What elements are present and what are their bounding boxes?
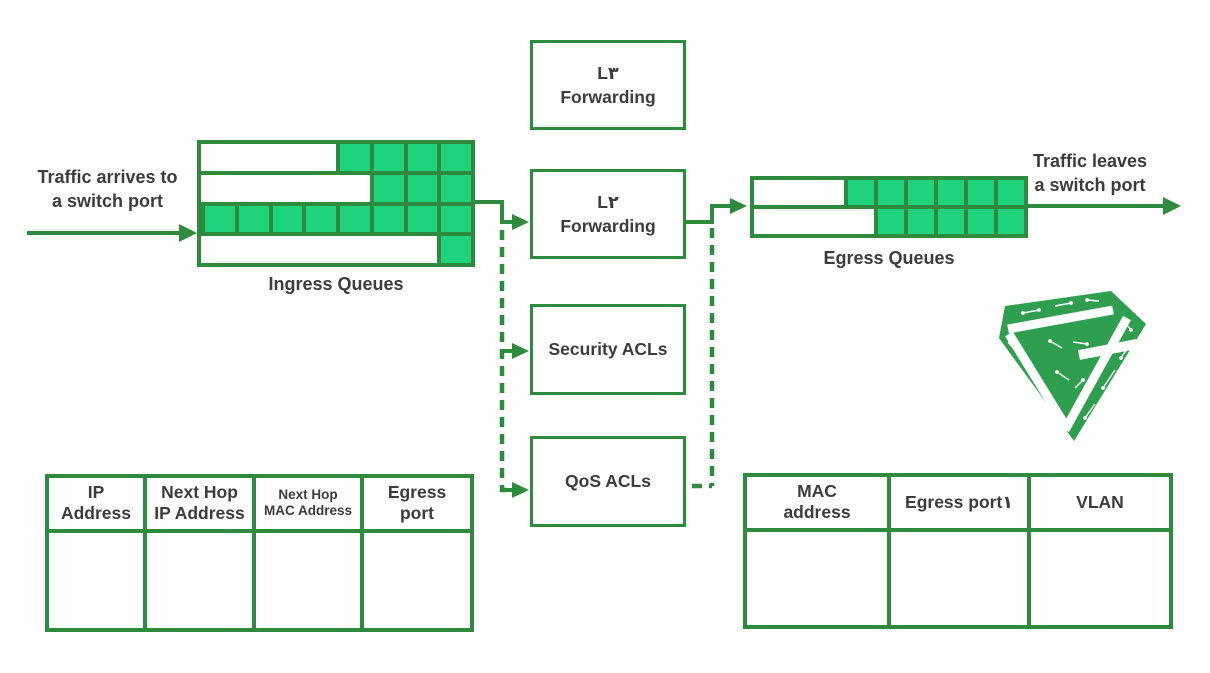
- queue-cell-filled: [874, 180, 904, 205]
- column-header: IP Address: [45, 474, 147, 533]
- qos-acls-box: QoS ACLs: [530, 436, 686, 527]
- arrowhead-into-qos: [512, 482, 529, 498]
- queue-cell-filled: [934, 180, 964, 205]
- queue-row: [750, 205, 1028, 238]
- column-header: Egress port: [360, 474, 474, 533]
- arrowhead-traffic-in: [179, 224, 197, 242]
- queue-cell-filled: [403, 205, 438, 233]
- empty-cell: [45, 528, 147, 632]
- queue-cell-filled: [369, 174, 404, 202]
- queue-cell-filled: [403, 144, 438, 171]
- line-l2-to-egress: [686, 204, 732, 224]
- empty-cell: [1027, 527, 1173, 629]
- line-ingress-to-l2: [475, 200, 514, 224]
- queue-row: [197, 232, 475, 267]
- g-carve-mouth: [1078, 339, 1138, 360]
- queue-cell-filled: [904, 180, 934, 205]
- arrowhead-into-egress: [730, 198, 747, 214]
- queue-cell-filled: [437, 174, 471, 202]
- queue-cell-filled: [964, 209, 994, 234]
- queue-cell-filled: [934, 209, 964, 234]
- queue-cell-filled: [437, 144, 471, 171]
- queue-cell-filled: [268, 205, 303, 233]
- ingress-queues: [197, 140, 475, 267]
- column-header: VLAN: [1027, 473, 1173, 532]
- arrowhead-into-security: [512, 343, 529, 359]
- arrowhead-into-l2: [512, 214, 529, 230]
- queue-cell-filled: [234, 205, 269, 233]
- l3-forwarding-box: L٣ Forwarding: [530, 40, 686, 130]
- g-carve-top-gap: [1007, 305, 1114, 334]
- egress-queues: [750, 176, 1028, 238]
- column-header: MAC address: [743, 473, 891, 532]
- traffic-arrives-label: Traffic arrives to a switch port: [37, 167, 178, 211]
- queue-cell-filled: [437, 205, 471, 233]
- column-header: Next Hop MAC Address: [252, 474, 364, 533]
- ingress-queues-label: Ingress Queues: [268, 274, 404, 294]
- dashed-left-branch: [499, 230, 510, 493]
- queue-row: [197, 140, 475, 175]
- circuit-traces: [1007, 298, 1134, 429]
- queue-cell-filled: [302, 205, 336, 233]
- empty-cell: [252, 528, 364, 632]
- queue-cell-filled: [904, 209, 934, 234]
- queue-cell-filled: [201, 205, 235, 233]
- empty-cell: [143, 528, 256, 632]
- queue-row: [197, 170, 475, 206]
- empty-cell: [360, 528, 474, 632]
- security-acls-box: Security ACLs: [530, 304, 686, 395]
- queue-cell-filled: [336, 144, 370, 171]
- queue-cell-filled: [369, 205, 404, 233]
- g-carve-right-gap: [1061, 315, 1131, 433]
- queue-cell-filled: [369, 144, 404, 171]
- traffic-leaves-label: Traffic leaves a switch port: [1032, 151, 1148, 195]
- queue-cell-filled: [403, 174, 438, 202]
- queue-cell-filled: [437, 236, 471, 263]
- queue-cell-filled: [336, 205, 370, 233]
- circuit-gem-g-logo-icon: [999, 291, 1146, 441]
- table-row: [743, 527, 1173, 629]
- queue-cell-filled: [844, 180, 874, 205]
- queue-cell-filled: [994, 209, 1024, 234]
- queue-row: [750, 176, 1028, 209]
- arrowhead-traffic-out: [1163, 197, 1181, 215]
- queue-cell-filled: [994, 180, 1024, 205]
- table-row: [45, 528, 474, 632]
- column-header: Egress port١: [887, 473, 1031, 532]
- brand-logo: [995, 288, 1155, 448]
- l2-forwarding-box: L٢ Forwarding: [530, 169, 686, 259]
- egress-queues-label: Egress Queues: [823, 248, 955, 268]
- queue-row: [197, 201, 475, 237]
- column-header: Next Hop IP Address: [143, 474, 256, 533]
- queue-cell-filled: [874, 209, 904, 234]
- empty-cell: [887, 527, 1031, 629]
- queue-cell-filled: [964, 180, 994, 205]
- empty-cell: [743, 527, 891, 629]
